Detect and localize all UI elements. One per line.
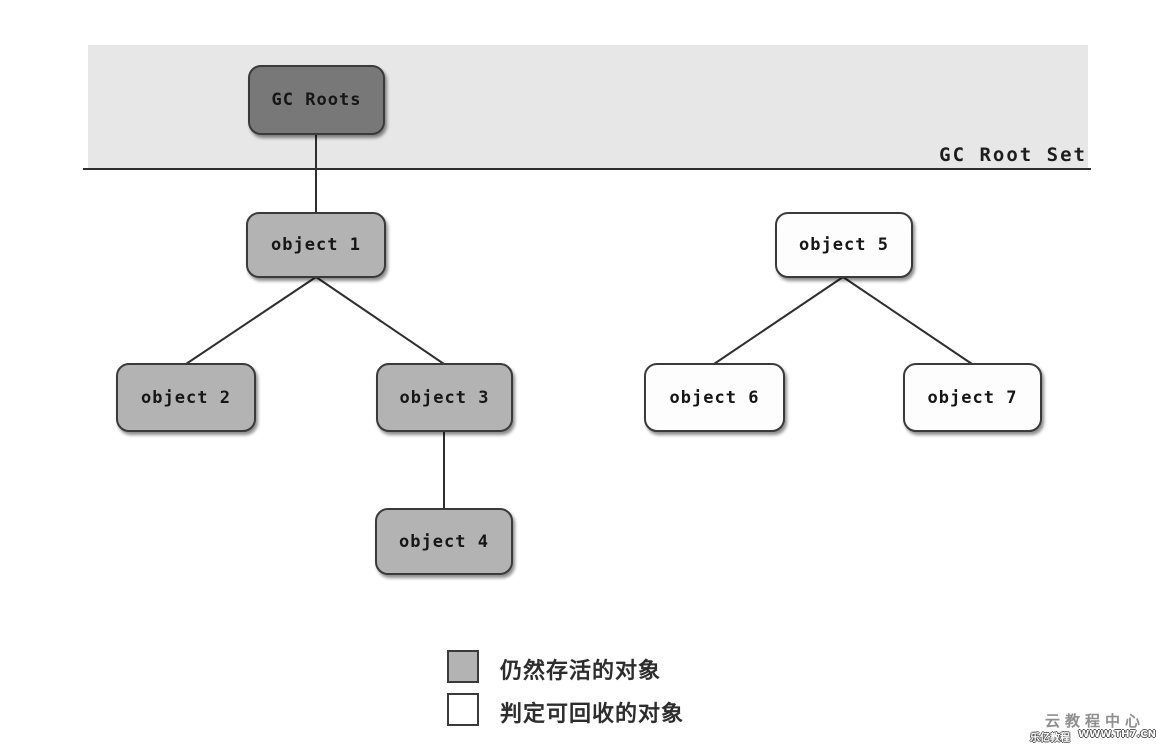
gc-root-set-divider-line <box>83 168 1091 170</box>
node-object-4: object 4 <box>375 508 513 575</box>
legend-swatch-recyclable <box>447 693 479 726</box>
edge-object5-object7 <box>842 276 973 365</box>
gc-root-set-label: GC Root Set <box>939 144 1087 166</box>
node-object-1: object 1 <box>246 212 386 278</box>
node-object-7: object 7 <box>903 363 1042 432</box>
edge-object5-object6 <box>713 276 844 365</box>
legend-label-alive: 仍然存活的对象 <box>500 659 662 684</box>
node-object-3: object 3 <box>376 363 513 432</box>
node-object-2: object 2 <box>116 363 256 432</box>
legend-swatch-alive <box>447 650 479 683</box>
watermark-logo-text: 乐亿教程 <box>1030 733 1070 744</box>
watermark-logo-line: 乐亿教程 WWW.TH7.CN <box>1030 729 1156 744</box>
watermark-site-title: 云教程中心 <box>1044 712 1145 730</box>
legend-label-recyclable: 判定可回收的对象 <box>500 702 685 727</box>
watermark-url: WWW.TH7.CN <box>1078 729 1156 740</box>
node-object-6: object 6 <box>644 363 785 432</box>
node-gc-roots: GC Roots <box>248 65 385 135</box>
edge-object1-object2 <box>185 276 317 365</box>
edge-object1-object3 <box>315 276 445 365</box>
node-object-5: object 5 <box>775 212 913 278</box>
